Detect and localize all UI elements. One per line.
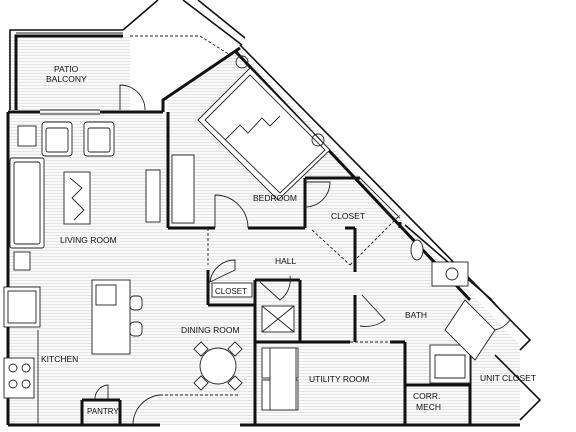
unit-closet-wall [494,354,542,421]
bath-fixtures [410,239,496,384]
corr-mech-label-2: MECH [416,402,441,412]
hall-closet-box [211,282,253,298]
kitchen-label: KITCHEN [41,354,78,364]
dashed-openings [160,228,390,396]
dining-room-label: DINING ROOM [181,325,240,335]
bedroom-label: BEDROOM [253,193,297,203]
hall-closet-label: CLOSET [215,287,247,296]
exterior-walls [6,0,532,427]
patio-rail [40,35,231,115]
pantry-label: PANTRY [87,407,119,416]
unit-closet-label: UNIT CLOSET [480,373,536,383]
patio-label-1: PATIO [54,64,79,74]
utility-room-label: UTILITY ROOM [309,374,369,384]
bedroom-closet-rods [311,177,401,266]
corr-mech-label-1: CORR. [413,391,440,401]
dining-table [193,341,243,391]
hall-label: HALL [275,256,297,266]
bedroom-furniture [171,55,331,224]
patio-door [119,84,146,111]
living-room-label: LIVING ROOM [60,235,117,245]
utility-fixtures [261,347,299,411]
living-furniture [9,121,161,271]
closet-label: CLOSET [331,211,365,221]
patio-label-2: BALCONY [46,74,87,84]
hall-fixtures [261,305,295,333]
bath-label: BATH [405,310,427,320]
doors [94,181,511,426]
kitchen-fixtures [3,279,143,425]
interior-walls [80,112,493,425]
